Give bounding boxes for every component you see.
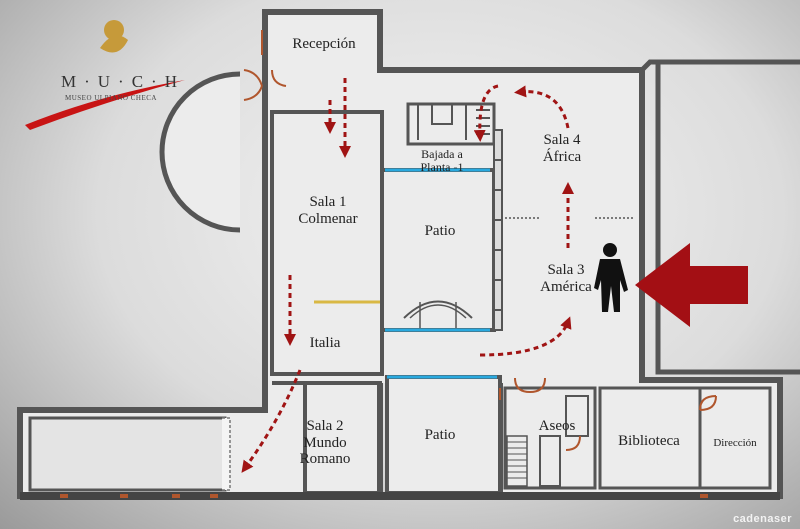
room-sala-1: Sala 1 Colmenar (298, 194, 358, 227)
room-bajada: Bajada a Planta -1 (420, 147, 464, 175)
visitor-route (241, 78, 574, 473)
route-arrow-icon (241, 369, 302, 473)
route-arrow-icon (473, 84, 499, 142)
room-sala-2: Sala 2 Mundo Romano (299, 418, 351, 467)
entrance-arrow-icon (635, 243, 748, 327)
room-aseos: Aseos (538, 418, 576, 434)
museum-logo: M·U·C·H MUSEO ULPIANO CHECA (28, 14, 198, 134)
room-patio-top: Patio (424, 223, 456, 239)
logo-emblem-icon (100, 20, 128, 53)
room-recepcion: Recepción (292, 36, 356, 52)
logo-initials: M·U·C·H (61, 72, 185, 91)
logo-subtitle: MUSEO ULPIANO CHECA (65, 94, 157, 102)
route-arrow-icon (479, 316, 572, 357)
room-biblioteca: Biblioteca (618, 433, 680, 449)
windows (385, 168, 497, 379)
credit-watermark: cadenaser (733, 513, 792, 525)
visitor-silhouette-icon (594, 243, 628, 312)
room-direccion: Dirección (713, 437, 757, 449)
room-italia: Italia (309, 335, 341, 351)
room-patio-bottom: Patio (424, 427, 456, 443)
logo-swoosh (25, 80, 185, 130)
room-sala-4: Sala 4 África (542, 132, 582, 165)
doors (243, 30, 717, 451)
room-sala-3: Sala 3 América (540, 262, 592, 295)
